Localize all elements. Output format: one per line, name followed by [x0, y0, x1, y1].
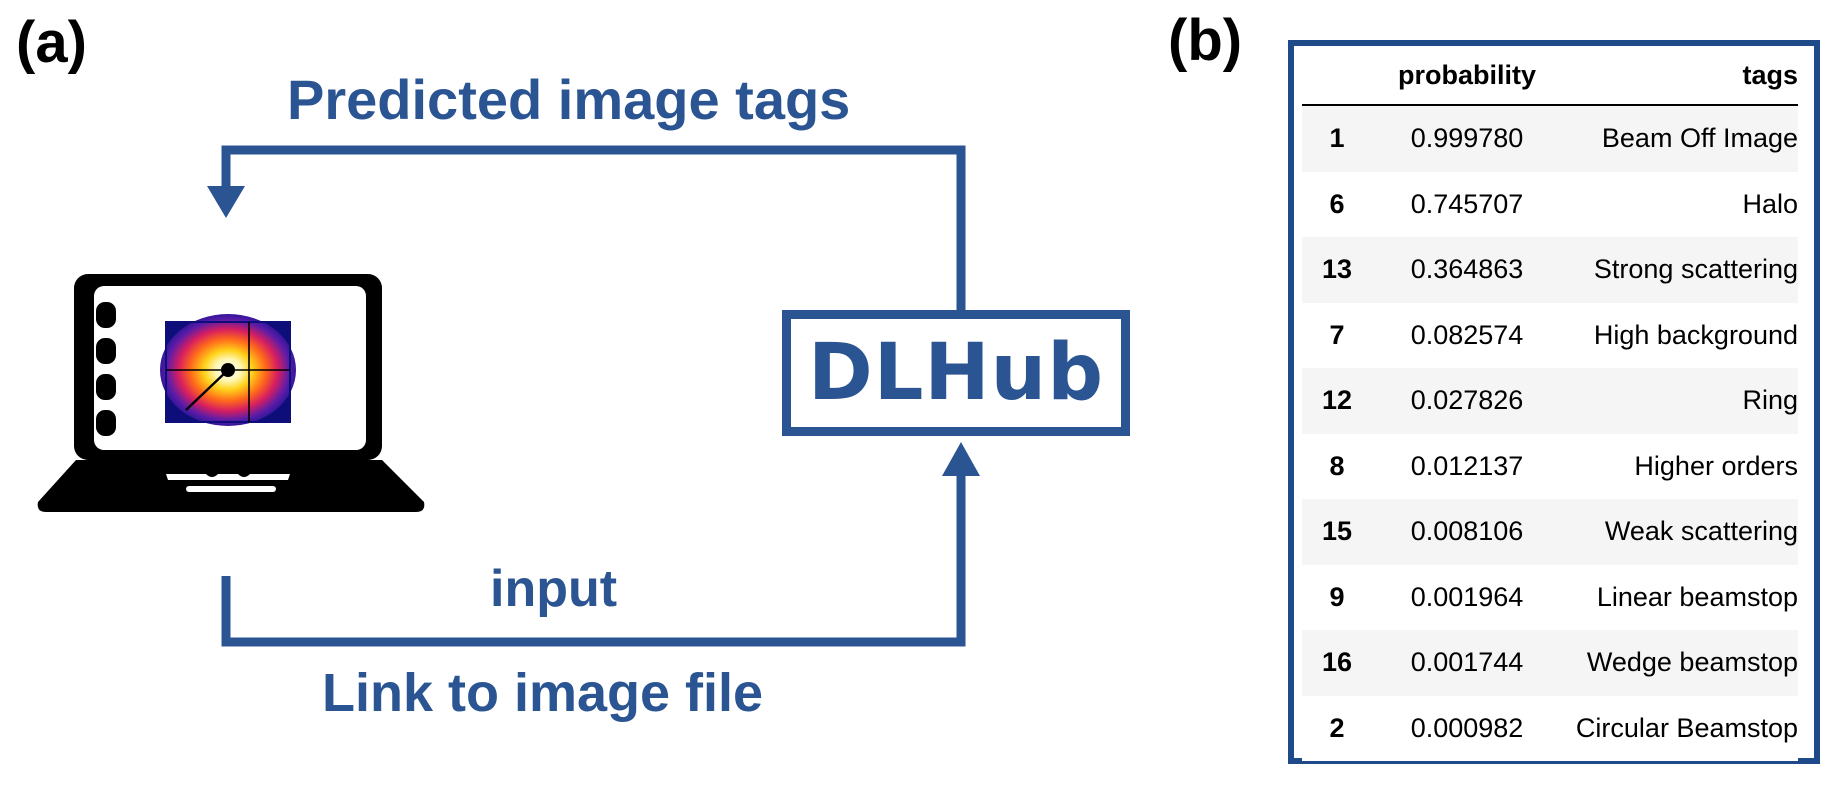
- row-tag: Weak scattering: [1562, 499, 1798, 565]
- output-arrowhead: [207, 186, 245, 218]
- row-index: 13: [1302, 237, 1372, 303]
- results-table: probability tags 1 0.999780 Beam Off Ima…: [1302, 46, 1798, 761]
- probability-column-header: probability: [1372, 46, 1562, 106]
- dlhub-box: DLHub: [782, 310, 1130, 436]
- input-arrow-line: [221, 470, 966, 647]
- dlhub-label: DLHub: [807, 328, 1105, 418]
- row-probability: 0.001744: [1372, 630, 1562, 696]
- tags-column-header: tags: [1562, 46, 1798, 106]
- row-index: 7: [1302, 302, 1372, 368]
- table-header-row: probability tags: [1302, 46, 1798, 106]
- row-tag: Higher orders: [1562, 433, 1798, 499]
- table-row: 15 0.008106 Weak scattering: [1302, 499, 1798, 565]
- row-tag: Ring: [1562, 368, 1798, 434]
- row-tag: Strong scattering: [1562, 237, 1798, 303]
- row-index: 15: [1302, 499, 1372, 565]
- table-row: 13 0.364863 Strong scattering: [1302, 237, 1798, 303]
- output-arrow-line: [221, 145, 966, 310]
- index-column-header: [1302, 46, 1372, 106]
- table-row: 6 0.745707 Halo: [1302, 171, 1798, 237]
- scattering-image: [160, 314, 296, 426]
- input-arrowhead: [942, 442, 980, 476]
- row-probability: 0.012137: [1372, 433, 1562, 499]
- predicted-tags-label: Predicted image tags: [287, 68, 851, 131]
- row-index: 9: [1302, 564, 1372, 630]
- results-table-frame: probability tags 1 0.999780 Beam Off Ima…: [1288, 40, 1820, 764]
- row-probability: 0.001964: [1372, 564, 1562, 630]
- row-probability: 0.745707: [1372, 171, 1562, 237]
- row-probability: 0.000982: [1372, 695, 1562, 761]
- row-index: 2: [1302, 695, 1372, 761]
- link-to-image-label: Link to image file: [322, 663, 764, 723]
- row-probability: 0.082574: [1372, 302, 1562, 368]
- row-index: 12: [1302, 368, 1372, 434]
- row-index: 6: [1302, 171, 1372, 237]
- table-row: 9 0.001964 Linear beamstop: [1302, 564, 1798, 630]
- panel-a-label: (a): [16, 10, 87, 75]
- row-index: 1: [1302, 105, 1372, 172]
- row-index: 16: [1302, 630, 1372, 696]
- table-row: 12 0.027826 Ring: [1302, 368, 1798, 434]
- row-tag: Beam Off Image: [1562, 105, 1798, 172]
- table-row: 8 0.012137 Higher orders: [1302, 433, 1798, 499]
- table-row: 16 0.001744 Wedge beamstop: [1302, 630, 1798, 696]
- row-probability: 0.364863: [1372, 237, 1562, 303]
- row-tag: Halo: [1562, 171, 1798, 237]
- row-probability: 0.999780: [1372, 105, 1562, 172]
- results-table-body: 1 0.999780 Beam Off Image 6 0.745707 Hal…: [1302, 105, 1798, 761]
- row-tag: Linear beamstop: [1562, 564, 1798, 630]
- row-tag: High background: [1562, 302, 1798, 368]
- row-index: 8: [1302, 433, 1372, 499]
- input-label: input: [490, 560, 618, 618]
- table-row: 1 0.999780 Beam Off Image: [1302, 105, 1798, 172]
- panel-b-label: (b): [1168, 8, 1243, 73]
- row-tag: Wedge beamstop: [1562, 630, 1798, 696]
- row-probability: 0.008106: [1372, 499, 1562, 565]
- table-row: 2 0.000982 Circular Beamstop: [1302, 695, 1798, 761]
- laptop-icon: [37, 274, 425, 512]
- row-probability: 0.027826: [1372, 368, 1562, 434]
- row-tag: Circular Beamstop: [1562, 695, 1798, 761]
- table-row: 7 0.082574 High background: [1302, 302, 1798, 368]
